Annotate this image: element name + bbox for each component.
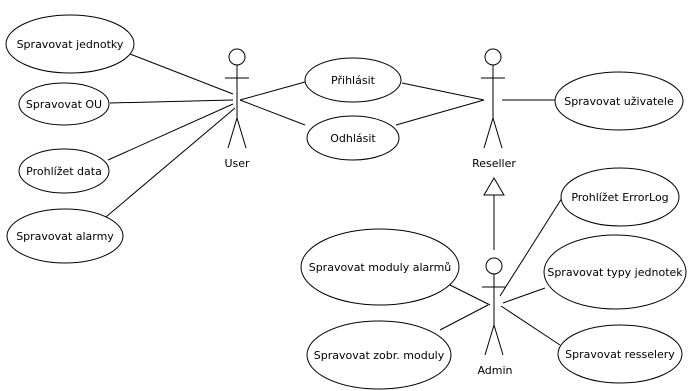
use-case-label: Odhlásit — [330, 132, 376, 145]
actor-admin-label: Admin — [477, 364, 512, 377]
generalization-arrowhead — [483, 177, 505, 196]
use-case-label: Spravovat alarmy — [16, 230, 114, 243]
actor-admin: Admin — [477, 257, 513, 377]
use-case-spravovat-typy-jednotek: Spravovat typy jednotek — [543, 234, 687, 310]
assoc-admin-spravovat-resselery — [500, 305, 561, 346]
use-case-label: Spravovat zobr. moduly — [314, 349, 445, 362]
assoc-reseller-odhlasit — [395, 99, 485, 126]
use-case-prihlasit: Přihlásit — [304, 57, 402, 103]
assoc-user-prihlasit — [239, 81, 306, 101]
use-case-spravovat-moduly-alarmu: Spravovat moduly alarmů — [300, 228, 460, 306]
assoc-user-spravovat-ou — [109, 99, 234, 104]
use-case-spravovat-zobr-moduly: Spravovat zobr. moduly — [306, 320, 452, 390]
assoc-admin-prohlizet-errorlog — [499, 197, 563, 297]
assoc-user-odhlasit — [239, 99, 306, 126]
use-case-spravovat-alarmy: Spravovat alarmy — [6, 208, 124, 264]
use-case-spravovat-ou: Spravovat OU — [18, 82, 110, 126]
use-case-label: Spravovat moduly alarmů — [309, 261, 452, 274]
use-case-odhlasit: Odhlásit — [306, 115, 400, 161]
actor-left-leg — [484, 324, 495, 356]
assoc-user-spravovat-alarmy — [99, 107, 236, 223]
actor-user-label: User — [224, 157, 250, 170]
use-case-label: Spravovat resselery — [565, 348, 675, 361]
use-case-label: Prohlížet ErrorLog — [571, 191, 668, 204]
assoc-admin-spravovat-moduly-alarmu — [447, 283, 491, 306]
actor-right-leg — [492, 117, 503, 149]
use-case-label: Spravovat uživatele — [564, 95, 674, 108]
use-case-spravovat-uzivatele: Spravovat uživatele — [554, 71, 684, 131]
actor-head — [485, 257, 503, 275]
assoc-user-prohlizet-data — [107, 103, 234, 161]
use-case-label: Prohlížet data — [26, 165, 102, 178]
actor-reseller-label: Reseller — [472, 157, 516, 170]
actor-reseller: Reseller — [472, 48, 516, 170]
association-lines — [99, 51, 563, 346]
actor-user: User — [224, 48, 250, 170]
use-case-label: Spravovat jednotky — [17, 38, 124, 51]
actor-head — [228, 48, 246, 66]
actor-right-leg — [493, 324, 504, 356]
assoc-admin-spravovat-typy-jednotek — [502, 287, 546, 304]
assoc-reseller-prihlasit — [401, 82, 485, 101]
actor-left-leg — [483, 117, 494, 149]
use-case-label: Spravovat typy jednotek — [547, 266, 683, 279]
assoc-user-spravovat-jednotky — [124, 51, 234, 95]
actor-left-leg — [227, 117, 238, 149]
actor-head — [484, 48, 502, 66]
use-case-spravovat-jednotky: Spravovat jednotky — [5, 14, 135, 74]
use-case-prohlizet-data: Prohlížet data — [18, 148, 110, 194]
use-case-prohlizet-errorlog: Prohlížet ErrorLog — [560, 167, 680, 227]
assoc-admin-spravovat-zobr-moduly — [439, 304, 489, 331]
use-case-spravovat-resselery: Spravovat resselery — [557, 324, 683, 384]
actor-right-leg — [236, 117, 247, 149]
use-case-label: Spravovat OU — [26, 98, 102, 111]
use-case-label: Přihlásit — [331, 74, 376, 87]
